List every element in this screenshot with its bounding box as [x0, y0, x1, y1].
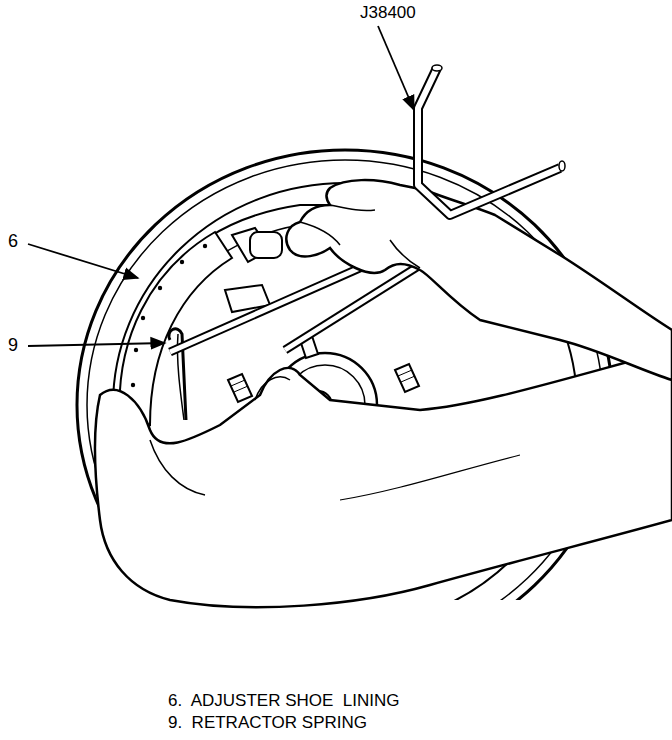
lower-hand	[95, 350, 672, 607]
legend-text: 6. ADJUSTER SHOE LINING	[168, 692, 399, 711]
leader-line	[28, 244, 138, 278]
leader-line	[28, 343, 165, 346]
callout-number: 9	[8, 336, 18, 356]
legend-text: 9. RETRACTOR SPRING	[168, 714, 367, 733]
upper-hand	[286, 180, 672, 380]
leader-line	[378, 26, 414, 110]
callout-number: 6	[8, 232, 18, 252]
tool-handle	[418, 68, 560, 215]
tool-number: J38400	[360, 4, 416, 23]
